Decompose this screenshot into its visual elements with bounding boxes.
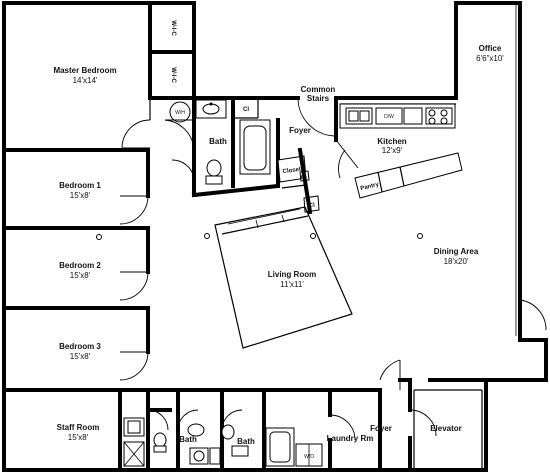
living-room-name: Living Room <box>268 270 316 279</box>
bath-3-label: Bath <box>237 437 255 446</box>
staff-room-size: 15'x8' <box>68 433 89 442</box>
bedroom-1-size: 15'x8' <box>70 191 91 200</box>
wic-1-label: W-I-C <box>170 20 176 36</box>
bedroom-3-name: Bedroom 3 <box>59 342 101 351</box>
pantry-label: Pantry <box>360 182 380 192</box>
dining-area-size: 18'x20' <box>444 257 469 266</box>
dishwasher-label: D/W <box>384 114 394 120</box>
master-bedroom-size: 14'x14' <box>73 76 98 85</box>
water-heater-label: W/H <box>175 110 185 116</box>
bath-2-label: Bath <box>179 435 197 444</box>
ceiling-lights <box>96 233 423 240</box>
living-room-size: 11'x11' <box>280 280 304 289</box>
bath-main-label: Bath <box>209 137 227 146</box>
office-name: Office <box>479 44 502 53</box>
door-swings <box>119 97 547 441</box>
washer-dryer-label: W/D <box>304 454 314 460</box>
office-size: 6'6"x10' <box>476 54 504 63</box>
master-bedroom-name: Master Bedroom <box>53 66 116 75</box>
common-stairs-line2: Stairs <box>307 94 330 103</box>
closet-2-label: Closet <box>282 167 301 175</box>
closet-strip <box>277 147 320 215</box>
closet-1-label: Cl <box>243 107 249 113</box>
kitchen-block <box>334 96 463 199</box>
living-room-walls <box>214 206 353 349</box>
foyer-top-label: Foyer <box>289 126 311 135</box>
bedroom-1-name: Bedroom 1 <box>59 181 101 190</box>
bedroom-2-name: Bedroom 2 <box>59 261 101 270</box>
bottom-fixtures <box>123 417 323 467</box>
elevator-label: Elevator <box>430 424 462 433</box>
closet-4-label: Cl <box>308 203 315 210</box>
dining-area-name: Dining Area <box>434 247 479 256</box>
staff-room-name: Staff Room <box>57 423 100 432</box>
bedroom-2-size: 15'x8' <box>70 271 91 280</box>
bedroom-3-size: 15'x8' <box>70 352 91 361</box>
closet-3-label: Cl <box>300 175 307 182</box>
bath-block <box>164 96 281 198</box>
common-stairs-line1: Common <box>301 85 336 94</box>
wic-2-label: W-I-C <box>170 67 176 83</box>
left-wing-walls <box>2 1 382 472</box>
kitchen-size: 12'x9' <box>382 146 403 155</box>
laundry-room-label: Laundry Rm <box>327 434 374 443</box>
kitchen-name: Kitchen <box>377 137 406 146</box>
foyer-bottom-label: Foyer <box>370 424 392 433</box>
